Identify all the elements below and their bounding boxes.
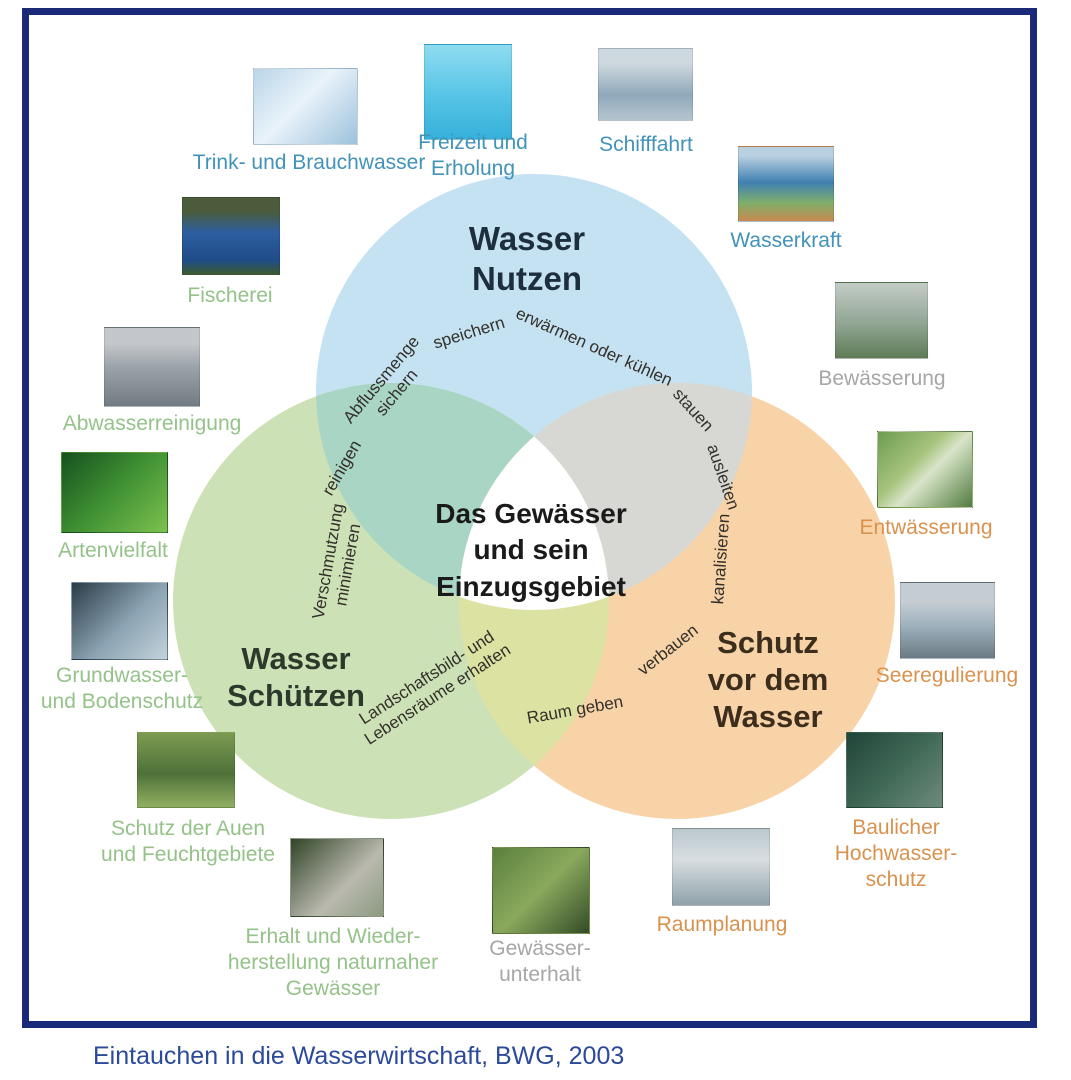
artenvielfalt-photo — [61, 452, 168, 533]
grundwasser-und-bodenschutz-label: Grundwasser- und Bodenschutz — [41, 663, 203, 715]
label-line: Schutz der Auen — [110, 817, 266, 840]
artenvielfalt-label: Artenvielfalt — [58, 538, 168, 564]
label-line: Seeregulierung — [875, 664, 1019, 687]
label-line: Artenvielfalt — [58, 539, 168, 562]
label-line: Bewässerung — [818, 367, 946, 390]
trink-und-brauchwasser-photo — [253, 68, 358, 145]
schutz-der-auen-label: Schutz der Auen und Feuchtgebiete — [101, 816, 275, 868]
title-wasser-nutzen: Wasser Nutzen — [469, 219, 585, 298]
baulicher-hochwasserschutz-label: Baulicher Hochwasser- schutz — [835, 815, 958, 893]
label-line: und Bodenschutz — [40, 690, 204, 714]
source-caption: Eintauchen in die Wasserwirtschaft, BWG,… — [93, 1042, 625, 1070]
title-line: vor dem — [707, 662, 829, 698]
title-line: Wasser — [713, 699, 823, 735]
label-line: und Feuchtgebiete — [101, 843, 275, 867]
label-line: Baulicher — [852, 816, 940, 839]
erhalt-naturnaher-gewaesser-photo — [290, 838, 384, 917]
label-line: Hochwasser- — [834, 842, 958, 866]
label-line: Wasserkraft — [730, 229, 842, 252]
freizeit-und-erholung-photo — [424, 44, 512, 140]
title-line: Wasser — [241, 641, 351, 676]
label-line: Gewässer- — [489, 937, 591, 960]
label-line: Erholung — [430, 157, 516, 181]
bewaesserung-photo — [835, 282, 928, 359]
center-title-line: und sein — [473, 534, 589, 566]
seeregulierung-label: Seeregulierung — [876, 663, 1018, 689]
label-line: unterhalt — [499, 963, 581, 987]
center-title-line: Einzugsgebiet — [436, 570, 626, 602]
title-line: Wasser — [468, 220, 586, 257]
gewaesserunterhalt-label: Gewässer- unterhalt — [489, 936, 591, 988]
title-line: Schutz — [717, 625, 819, 660]
grundwasser-und-bodenschutz-photo — [71, 582, 168, 660]
wasserkraft-photo — [738, 146, 834, 222]
fischerei-label: Fischerei — [187, 283, 272, 309]
title-schutz-vor-dem-wasser: Schutz vor dem Wasser — [708, 624, 829, 736]
label-line: Grundwasser- — [56, 664, 188, 687]
entwaesserung-label: Entwässerung — [859, 515, 992, 541]
label-line: Gewässer — [285, 977, 381, 1001]
label-line: Fischerei — [187, 284, 273, 307]
label-line: Freizeit und — [418, 131, 528, 154]
freizeit-und-erholung-label: Freizeit und Erholung — [418, 130, 528, 182]
label-line: Trink- und Brauchwasser — [192, 151, 426, 174]
entwaesserung-photo — [877, 431, 973, 508]
fischerei-photo — [182, 197, 280, 275]
label-line: Raumplanung — [656, 913, 788, 936]
label-line: Entwässerung — [859, 516, 993, 539]
schifffahrt-photo — [598, 48, 693, 121]
abwasserreinigung-label: Abwasserreinigung — [63, 411, 242, 437]
label-line: Erhalt und Wieder- — [245, 925, 421, 948]
erhalt-naturnaher-gewaesser-label: Erhalt und Wieder- herstellung naturnahe… — [228, 924, 438, 1002]
abwasserreinigung-photo — [104, 327, 200, 407]
label-line: Schifffahrt — [599, 133, 693, 156]
raumplanung-photo — [672, 828, 770, 906]
seeregulierung-photo — [900, 582, 995, 659]
label-line: schutz — [865, 868, 927, 892]
title-line: Schützen — [227, 678, 365, 714]
bewaesserung-label: Bewässerung — [818, 366, 945, 392]
schutz-der-auen-photo — [137, 732, 235, 808]
wasserkraft-label: Wasserkraft — [730, 228, 841, 254]
gewaesserunterhalt-photo — [492, 847, 590, 934]
label-line: herstellung naturnaher — [227, 951, 439, 975]
center-title-line: Das Gewässer — [435, 498, 627, 529]
baulicher-hochwasserschutz-photo — [846, 732, 943, 808]
title-wasser-schuetzen: Wasser Schützen — [227, 640, 365, 714]
trink-und-brauchwasser-label: Trink- und Brauchwasser — [193, 150, 426, 176]
label-line: Abwasserreinigung — [62, 412, 242, 435]
title-line: Nutzen — [472, 259, 582, 297]
schifffahrt-label: Schifffahrt — [599, 132, 693, 158]
center-title: Das Gewässer und sein Einzugsgebiet — [435, 496, 626, 605]
raumplanung-label: Raumplanung — [657, 912, 788, 938]
